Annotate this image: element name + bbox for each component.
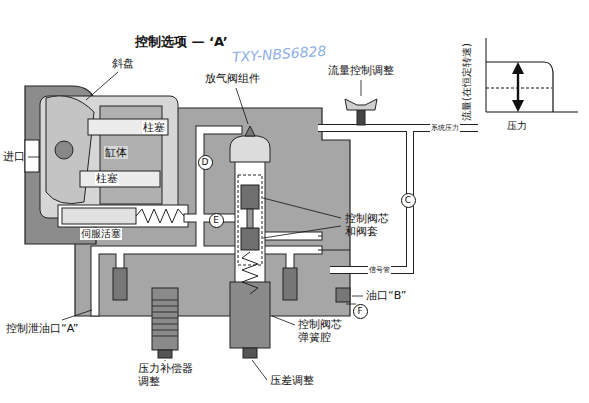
pump-cavity xyxy=(40,96,178,218)
part-label: 放气阀组件 xyxy=(205,72,260,85)
callout-circle: F xyxy=(353,304,368,319)
part-label: 柱塞 xyxy=(142,121,166,134)
port-label: 油口“B” xyxy=(366,289,406,302)
piston xyxy=(88,119,168,135)
bleed-valve-tip xyxy=(245,126,255,136)
compensator-adjuster xyxy=(152,288,178,350)
callout-circle: E xyxy=(209,213,224,228)
adjust-screw xyxy=(243,348,257,358)
part-label: 压力补偿器 调整 xyxy=(138,362,193,388)
oil-channels xyxy=(95,130,318,312)
knob-stem xyxy=(357,108,365,125)
part-label: 斜盘 xyxy=(112,57,134,70)
valve-sleeve xyxy=(238,175,262,265)
callout-circle: C xyxy=(401,193,416,208)
adjust-screw xyxy=(158,350,172,358)
watermark: TXY-NBS6828 xyxy=(232,43,327,66)
line-label: 信号管 xyxy=(368,266,391,274)
part-label: 控制阀芯 弹簧腔 xyxy=(298,318,342,344)
part-label: 柱塞 xyxy=(95,172,119,185)
part-label: 控制阀芯 和阀套 xyxy=(345,212,389,238)
flow-pressure-chart xyxy=(486,38,578,112)
plug xyxy=(113,268,127,300)
threads xyxy=(152,300,178,336)
callout-letter: E xyxy=(213,216,219,225)
title: 控制选项 — ‘A’ xyxy=(135,34,228,50)
wing-knob xyxy=(345,99,377,110)
part-label: 压差调整 xyxy=(270,374,314,387)
part-label: 缸体 xyxy=(104,146,128,159)
shaft xyxy=(55,141,73,159)
piston xyxy=(80,171,160,187)
servo-piston xyxy=(62,208,136,224)
bleed-valve xyxy=(230,136,270,162)
port-label: 控制泄油口“A” xyxy=(6,322,79,335)
spool-spring xyxy=(242,252,258,294)
callout-circle: D xyxy=(198,155,213,170)
control-spool xyxy=(241,228,259,250)
callout-letter: F xyxy=(357,307,362,316)
servo-bore xyxy=(58,205,188,227)
servo-spring xyxy=(136,209,184,223)
spring-chamber xyxy=(230,282,270,348)
inlet-port xyxy=(25,140,39,172)
line-label: 系统压力 xyxy=(430,124,460,132)
spool-stem xyxy=(247,209,253,228)
part-label: 伺服活塞 xyxy=(80,228,122,240)
axis-label: 压力 xyxy=(507,120,527,132)
control-spool xyxy=(241,185,259,209)
port-b xyxy=(336,288,350,302)
part-label: 进口 xyxy=(3,150,25,163)
callout-letter: C xyxy=(405,196,411,205)
external-lines xyxy=(318,128,478,270)
axis-label: 流量(在恒定转速) xyxy=(461,43,473,121)
plug xyxy=(283,268,297,300)
part-label: 流量控制调整 xyxy=(328,64,394,77)
callout-letter: D xyxy=(202,158,209,167)
